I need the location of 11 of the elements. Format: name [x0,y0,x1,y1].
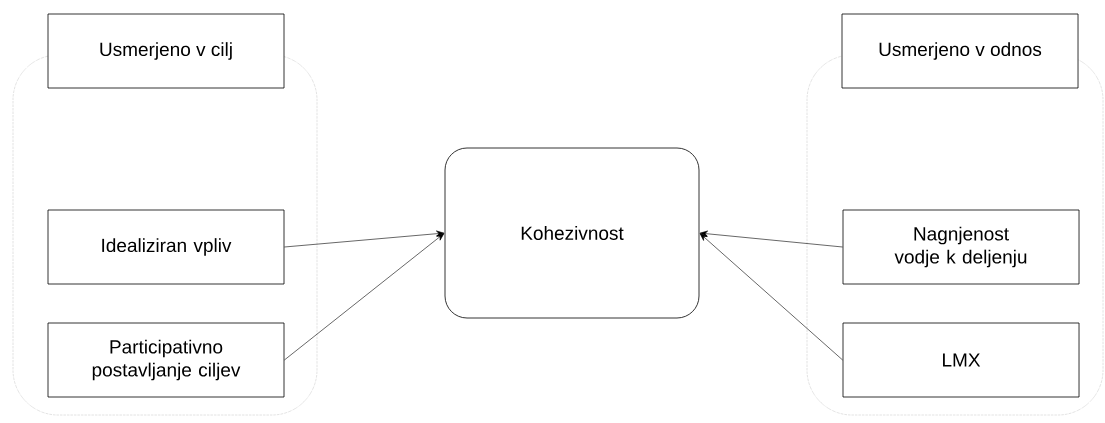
arrow [699,230,843,248]
heading-box: Usmerjeno v odnos [841,13,1079,89]
rounded-box: Kohezivnost [444,147,700,319]
process-box: LMX [842,322,1080,398]
arrow [284,230,445,248]
process-box: Nagnjenost vodje k deljenju [842,209,1080,285]
arrow [699,233,843,361]
process-box: Participativno postavljanje ciljev [47,322,285,398]
heading-box: Usmerjeno v cilj [47,13,285,89]
process-box: Idealiziran vpliv [47,209,285,285]
arrow [284,233,445,361]
